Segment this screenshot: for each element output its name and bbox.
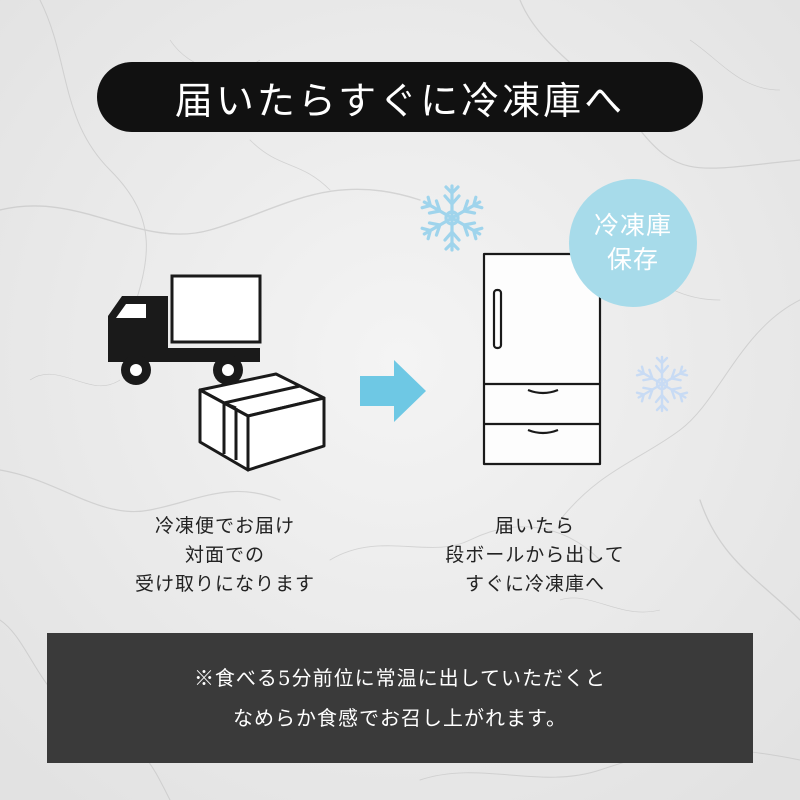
snowflake-icon [634, 355, 690, 413]
note-line: なめらか食感でお召し上がれます。 [233, 706, 567, 730]
caption-line: 受け取りになります [134, 573, 315, 595]
title-text: 届いたらすぐに冷凍庫へ [174, 78, 626, 123]
delivery-illustration [108, 274, 326, 472]
snowflake-icon [419, 184, 485, 252]
title-banner: 届いたらすぐに冷凍庫へ [97, 62, 703, 132]
storage-caption: 届いたら 段ボールから出して すぐに冷凍庫へ [400, 512, 670, 599]
caption-line: 対面での [184, 544, 265, 566]
freezer-illustration [419, 184, 690, 466]
serving-note: ※食べる5分前位に常温に出していただくと なめらか食感でお召し上がれます。 [47, 633, 753, 763]
note-line: ※食べる5分前位に常温に出していただくと [193, 666, 607, 690]
delivery-caption: 冷凍便でお届け 対面での 受け取りになります [90, 512, 360, 599]
cardboard-box-icon [198, 372, 326, 472]
caption-line: 届いたら [494, 515, 575, 537]
badge-line-1: 冷凍庫 [593, 211, 672, 240]
caption-line: 段ボールから出して [445, 544, 625, 566]
freezer-storage-badge: 冷凍庫 保存 [569, 179, 697, 307]
refrigerator-icon [482, 252, 602, 466]
arrow-right-icon [360, 360, 426, 422]
truck-icon [108, 274, 262, 385]
badge-line-2: 保存 [606, 245, 659, 274]
caption-line: すぐに冷凍庫へ [464, 573, 605, 595]
caption-line: 冷凍便でお届け [154, 515, 295, 537]
